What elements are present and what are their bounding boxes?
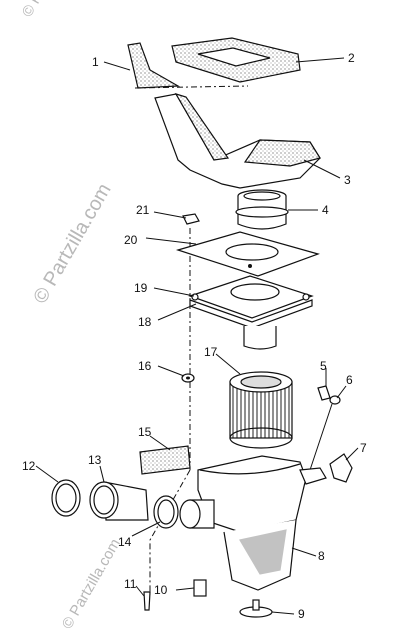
part-3-air-intake — [154, 92, 321, 189]
callout-18: 18 — [138, 315, 152, 329]
part-2-foam-frame — [171, 37, 301, 83]
part-5-screw — [317, 385, 331, 401]
part-21-nut — [182, 213, 200, 225]
watermark-side: © Partzilla.com — [29, 180, 115, 308]
callout-13: 13 — [88, 453, 102, 467]
callout-10: 10 — [154, 583, 168, 597]
callout-16: 16 — [138, 359, 152, 373]
callout-5: 5 — [320, 359, 327, 373]
callout-12: 12 — [22, 459, 36, 473]
part-15-decal — [139, 445, 191, 475]
part-18-gasket — [189, 299, 313, 350]
callout-8: 8 — [318, 549, 325, 563]
callout-14: 14 — [118, 535, 132, 549]
callout-4: 4 — [322, 203, 329, 217]
watermark-bottom: © Partzilla.com — [59, 536, 124, 632]
callout-1: 1 — [92, 55, 99, 69]
callout-20: 20 — [124, 233, 138, 247]
part-9-foot — [239, 599, 273, 618]
part-6-washer — [309, 395, 341, 471]
part-13-intake-boot — [89, 481, 149, 521]
part-12-clamp — [51, 479, 81, 517]
callout-2: 2 — [348, 51, 355, 65]
part-8-air-box — [197, 455, 327, 591]
callout-17: 17 — [204, 345, 218, 359]
part-14-clamp — [153, 495, 215, 529]
part-11-bolt — [143, 591, 151, 611]
part-16-washer — [181, 373, 195, 383]
assembly-centerline — [149, 228, 191, 595]
part-17-air-filter — [229, 371, 293, 449]
part-1-foam-pad — [127, 42, 249, 89]
callout-19: 19 — [134, 281, 148, 295]
callout-11: 11 — [124, 577, 137, 591]
leader-lines — [35, 57, 359, 615]
callout-numbers: 1 2 3 4 5 6 7 8 9 10 11 12 13 14 15 16 1… — [22, 51, 367, 621]
callout-9: 9 — [298, 607, 305, 621]
callout-21: 21 — [136, 203, 150, 217]
part-10-grommet — [193, 579, 207, 597]
callout-6: 6 — [346, 373, 353, 387]
callout-3: 3 — [344, 173, 351, 187]
part-20-cover-plate — [175, 231, 320, 277]
part-7-bracket — [329, 453, 353, 483]
callout-15: 15 — [138, 425, 152, 439]
part-4-rubber-coupler — [235, 189, 289, 230]
watermark-top: © Partz — [19, 0, 59, 20]
callout-7: 7 — [360, 441, 367, 455]
